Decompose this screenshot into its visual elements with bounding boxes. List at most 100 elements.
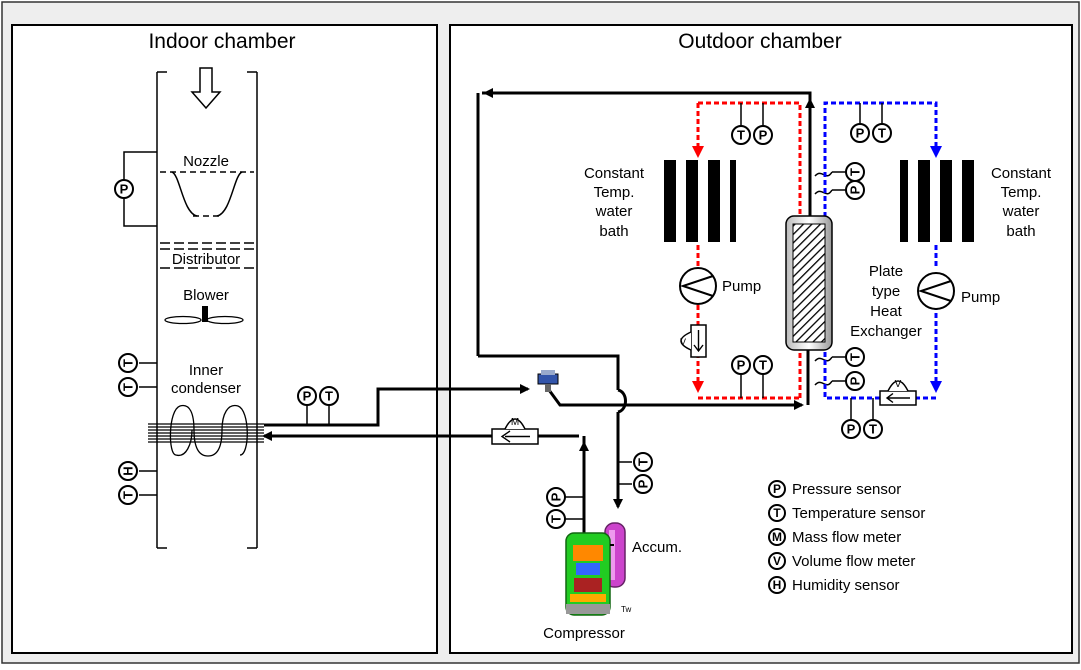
bath-right-label-3: water [1002,203,1040,220]
hx-outlet-pressure-sensor-letter: P [848,376,863,385]
accumulator-label: Accum. [632,539,682,556]
compressor-pressure-sensor-icon: P [546,487,566,507]
legend-symbol-letter: V [773,554,781,568]
cold-loop-pressure-sensor-bottom-letter: P [847,422,856,437]
mass-flow-meter-letter: M [511,417,519,428]
legend-symbol-letter: P [773,482,781,496]
nozzle-pressure-sensor-icon: P [114,179,134,199]
bath-left-label-4: bath [599,223,628,240]
legend-symbol-letter: M [772,530,782,544]
bath-left-label-1: Constant [584,165,645,182]
pump-right-icon [917,272,955,310]
expansion-valve-icon [537,370,559,392]
nozzle-label: Nozzle [183,153,229,170]
plate-hx-label-4: Exchanger [850,323,922,340]
hx-inlet-pressure-sensor-icon: P [845,180,865,200]
indoor-humidity-sensor-1-icon: H [118,461,138,481]
plate-hx-label-1: Plate [869,263,903,280]
outdoor-chamber-title: Outdoor chamber [678,30,841,53]
bath-right-label-2: Temp. [1001,184,1042,201]
hot-loop-pressure-sensor-bottom-icon: P [731,355,751,375]
hot-loop-temp-sensor-top-letter: T [737,128,745,143]
hot-loop-temp-sensor-bottom-letter: T [759,358,767,373]
compressor-icon [565,532,614,616]
sensor-stems [306,103,883,425]
discharge-temp-sensor-icon: T [319,386,339,406]
bath-right-label-4: bath [1006,223,1035,240]
hx-inlet-pressure-sensor-letter: P [848,185,863,194]
hot-loop-pressure-sensor-bottom-letter: P [737,358,746,373]
indoor-temp-sensor-1-letter: T [121,359,136,367]
bath-left-label-2: Temp. [594,184,635,201]
indoor-temp-sensor-2-icon: T [118,377,138,397]
volume-flow-meter-left-icon [680,324,707,358]
legend-symbol-letter: H [773,578,782,592]
legend-item: M Mass flow meter [768,528,901,546]
distributor-icon [160,242,254,269]
legend-label: Mass flow meter [792,529,901,546]
outdoor-refrigerant-loop [476,88,815,545]
outdoor-chamber [449,24,1073,654]
legend-item: T Temperature sensor [768,504,925,522]
legend-symbol-letter: T [773,506,781,520]
cold-loop-temp-sensor-top-letter: T [878,126,886,141]
suction-pressure-sensor-letter: P [636,479,651,488]
hx-outlet-temp-sensor-icon: T [845,347,865,367]
indoor-temp-sensor-3-letter: T [121,491,136,499]
inner-condenser-coil-icon [148,404,264,457]
discharge-temp-sensor-letter: T [325,389,333,404]
distributor-label: Distributor [172,251,240,268]
pump-left-label: Pump [722,278,761,295]
pump-left-icon [679,267,717,305]
compressor-pressure-sensor-letter: P [549,492,564,501]
water-bath-right-icon [900,160,974,242]
suction-temp-sensor-icon: T [633,452,653,472]
legend-label: Temperature sensor [792,505,925,522]
cold-loop-temp-sensor-top-icon: T [872,123,892,143]
airflow-down-icon [190,67,222,110]
legend-label: Pressure sensor [792,481,901,498]
volume-flow-meter-left-letter: V [680,337,686,347]
hot-loop-temp-sensor-bottom-icon: T [753,355,773,375]
indoor-sensors [139,362,157,496]
discharge-pressure-sensor-letter: P [303,389,312,404]
tw-mark: Tw [621,605,631,614]
plate-heat-exchanger-icon [785,215,833,351]
pump-right-label: Pump [961,289,1000,306]
blower-fan-icon [164,306,244,325]
indoor-chamber [11,24,438,654]
nozzle-pressure-sensor-letter: P [120,182,129,197]
hot-loop-pressure-sensor-top-letter: P [759,128,768,143]
legend-item: P Pressure sensor [768,480,901,498]
nozzle-icon [160,171,254,217]
cold-loop-pressure-sensor-top-letter: P [856,126,865,141]
legend-label: Volume flow meter [792,553,915,570]
bath-left-label-3: water [595,203,633,220]
hx-outlet-temp-sensor-letter: T [848,353,863,361]
indoor-temp-sensor-1-icon: T [118,353,138,373]
legend-item: H Humidity sensor [768,576,900,594]
inner-condenser-label-2: condenser [171,380,241,397]
inner-condenser-label-1: Inner [189,362,223,379]
indoor-humidity-sensor-1-letter: H [121,466,136,475]
volume-flow-meter-right-letter: V [895,379,902,390]
hx-outlet-pressure-sensor-icon: P [845,371,865,391]
hot-loop-pressure-sensor-top-icon: P [753,125,773,145]
cold-loop-pressure-sensor-bottom-icon: P [841,419,861,439]
legend-symbol-icon [768,576,786,594]
hx-inlet-temp-sensor-letter: T [848,168,863,176]
legend-symbol-icon [768,552,786,570]
discharge-pressure-sensor-icon: P [297,386,317,406]
suction-pressure-sensor-icon: P [633,474,653,494]
blower-label: Blower [183,287,229,304]
legend-label: Humidity sensor [792,577,900,594]
cold-loop-temp-sensor-bottom-letter: T [869,422,877,437]
legend-item: V Volume flow meter [768,552,915,570]
plate-hx-label-2: type [872,283,900,300]
suction-temp-sensor-letter: T [636,458,651,466]
legend-symbol-icon [768,480,786,498]
